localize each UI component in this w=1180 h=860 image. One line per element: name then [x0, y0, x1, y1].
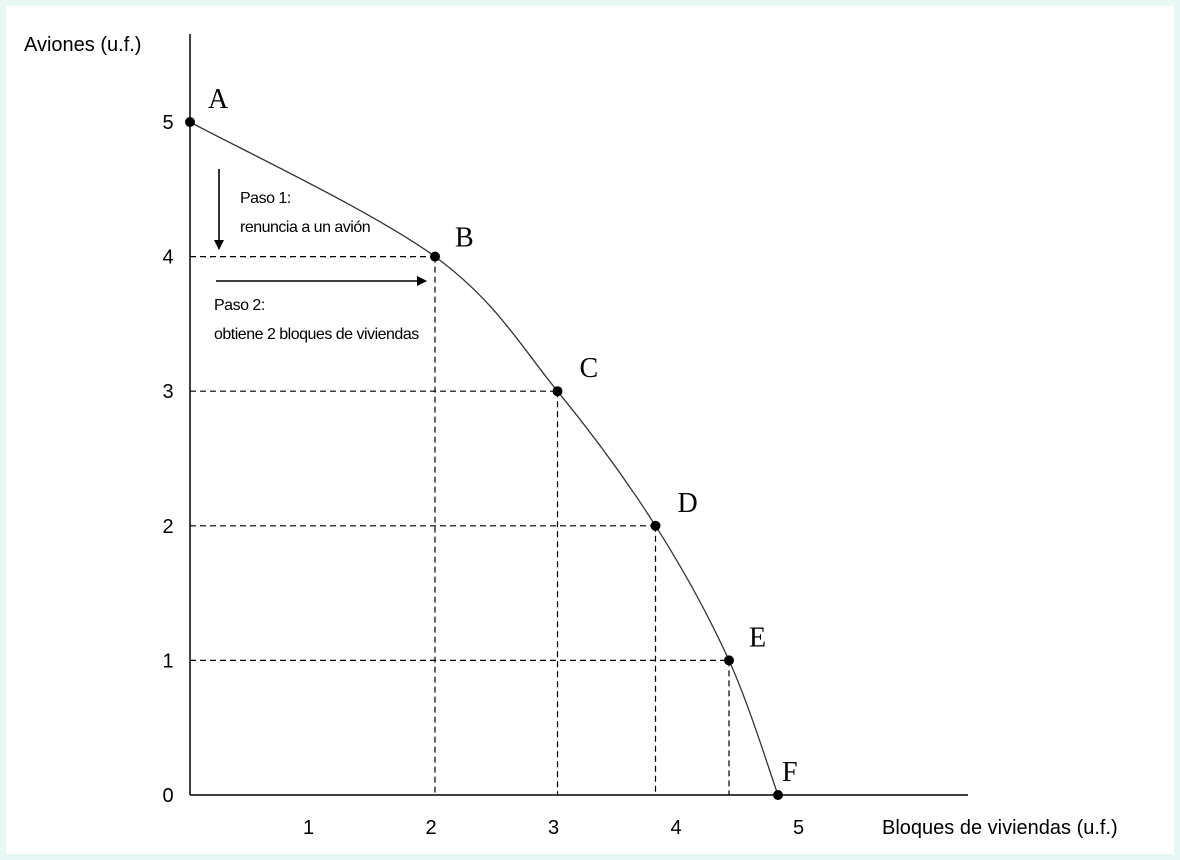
- point-label-c: C: [580, 353, 599, 384]
- chart-canvas: Aviones (u.f.) Bloques de viviendas (u.f…: [6, 6, 1174, 854]
- x-tick-label: 5: [793, 817, 804, 839]
- y-tick-label: 0: [162, 785, 173, 807]
- x-tick-label: 1: [303, 817, 314, 839]
- production-possibility-chart: Aviones (u.f.) Bloques de viviendas (u.f…: [24, 34, 1118, 839]
- step1-title: Paso 1:: [240, 190, 291, 207]
- y-tick-label: 4: [162, 247, 173, 269]
- x-tick-label: 2: [425, 817, 436, 839]
- point-b: [430, 251, 440, 262]
- point-c: [552, 386, 563, 397]
- x-tick-label: 3: [548, 817, 559, 839]
- x-tick-label: 4: [670, 817, 681, 839]
- point-label-e: E: [749, 622, 766, 653]
- step-annotations: Paso 1: renuncia a un avión Paso 2: obti…: [214, 169, 427, 343]
- point-label-b: B: [455, 223, 474, 254]
- point-label-d: D: [678, 488, 698, 519]
- y-tick-label: 3: [162, 381, 173, 403]
- point-d: [650, 520, 661, 531]
- point-e: [724, 655, 734, 666]
- y-tick-labels: 0 1 2 3 4 5: [162, 112, 173, 807]
- step2-text: obtiene 2 bloques de viviendas: [214, 326, 419, 343]
- dashed-reference-lines: [190, 256, 730, 795]
- y-axis-label: Aviones (u.f.): [24, 34, 141, 56]
- point-label-a: A: [208, 84, 229, 115]
- frontier-points: A B C D E F: [185, 84, 798, 800]
- step2-title: Paso 2:: [214, 297, 265, 314]
- y-tick-label: 1: [162, 650, 173, 672]
- point-a: [185, 117, 195, 127]
- point-f: [773, 790, 783, 800]
- x-axis-label: Bloques de viviendas (u.f.): [882, 817, 1118, 839]
- step1-text: renuncia a un avión: [240, 219, 370, 236]
- y-tick-label: 2: [162, 516, 173, 538]
- y-tick-label: 5: [162, 112, 173, 134]
- x-tick-labels: 1 2 3 4 5: [303, 817, 804, 839]
- point-label-f: F: [782, 757, 798, 788]
